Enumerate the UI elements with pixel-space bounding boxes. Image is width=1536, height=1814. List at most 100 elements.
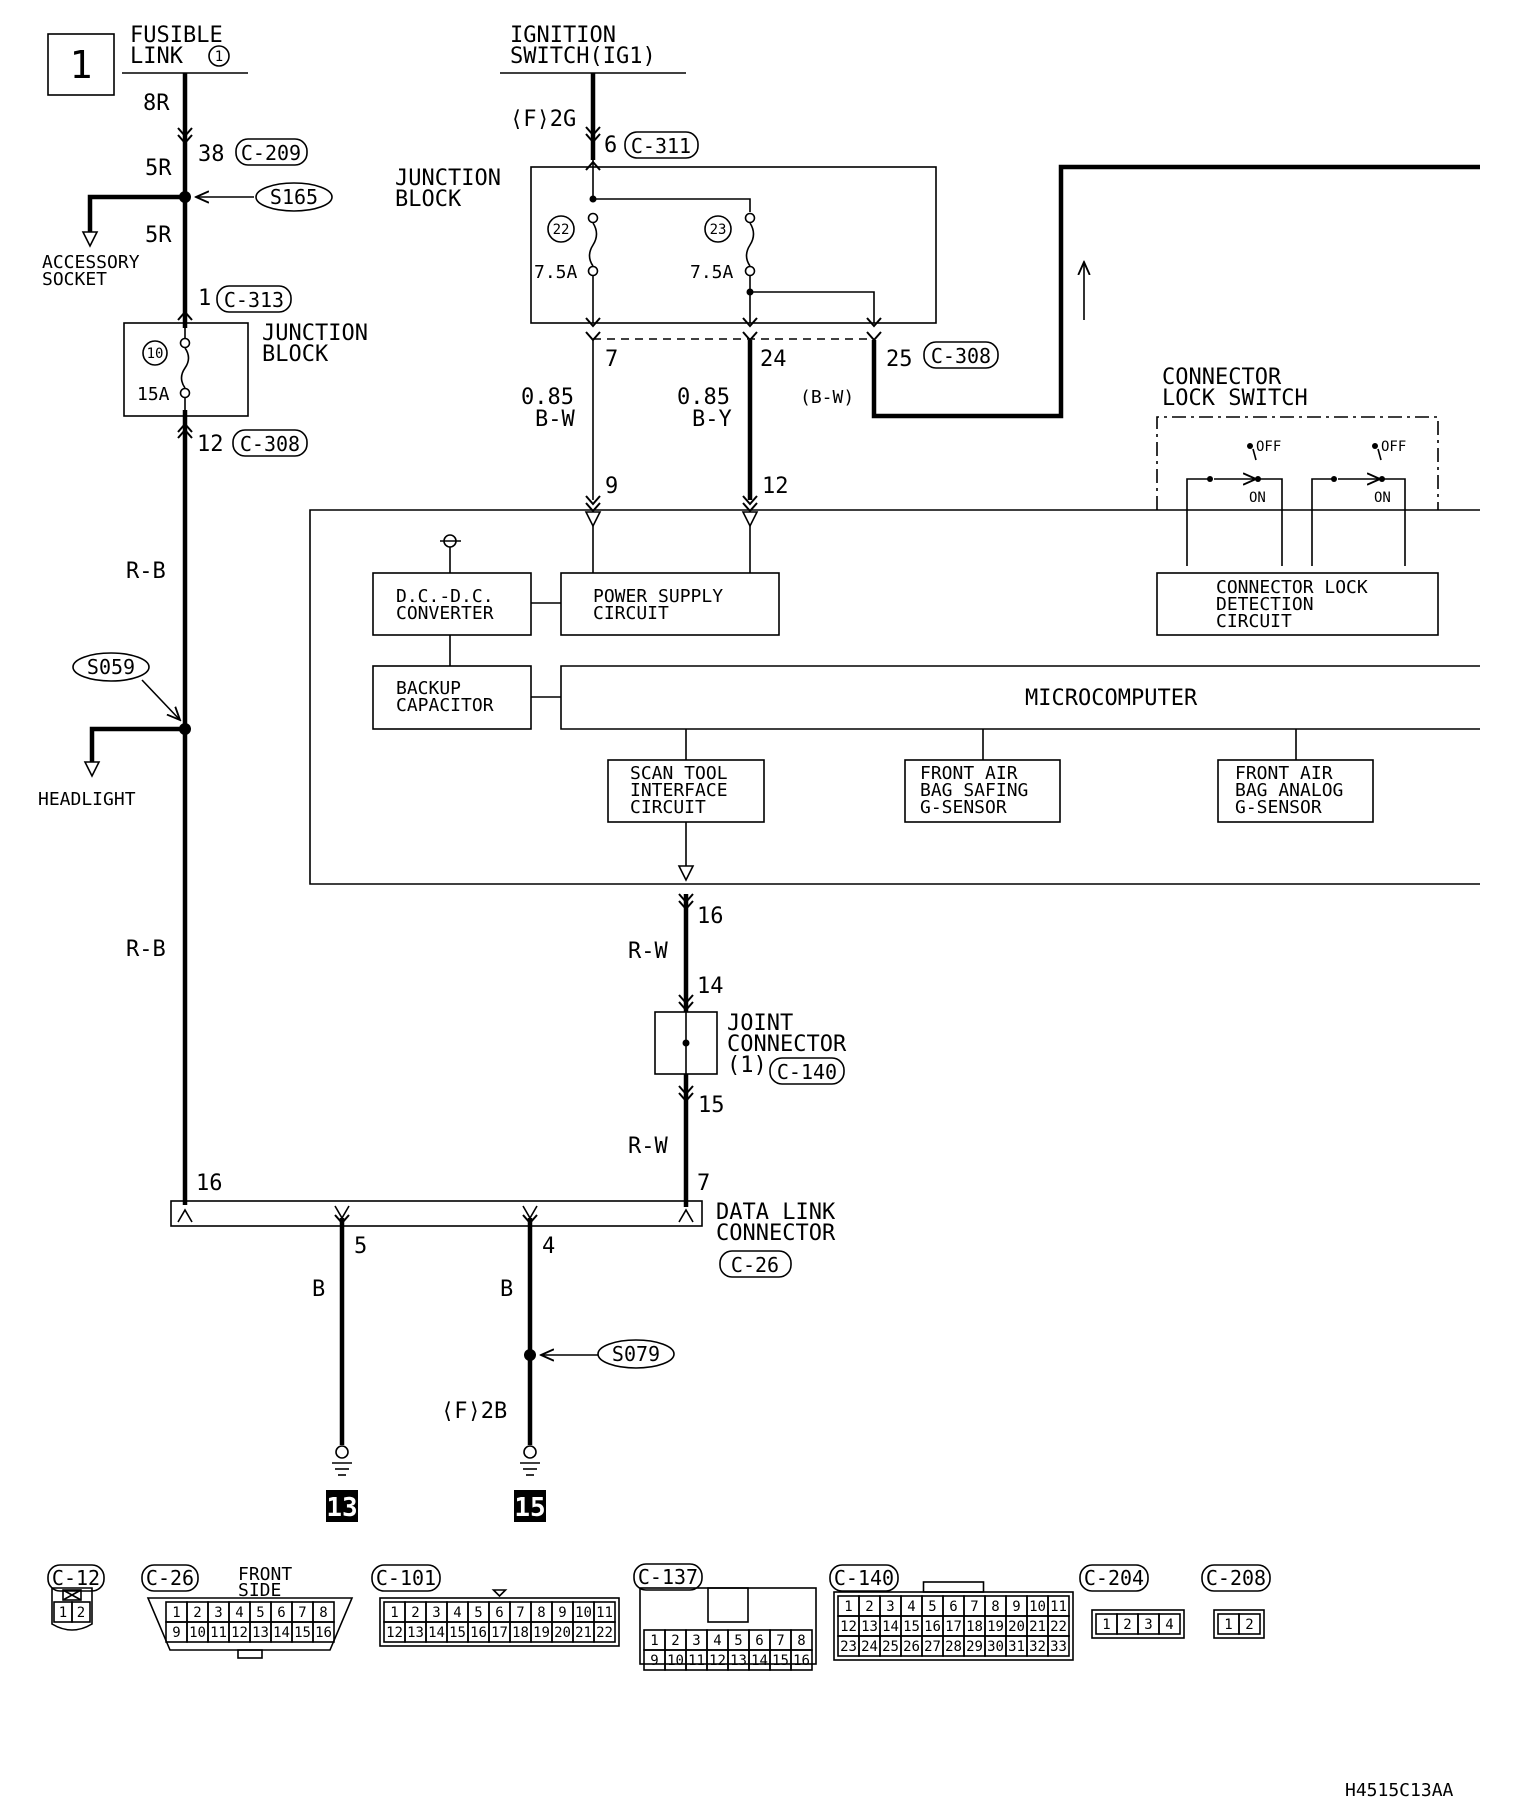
headlight-branch-wire <box>89 726 185 762</box>
connector-pin: 2 <box>1123 1617 1131 1633</box>
wire-rw-1: R-W <box>628 939 668 964</box>
connector-pin: 19 <box>987 1619 1004 1635</box>
splice-s079-node <box>524 1349 536 1361</box>
module-pin-9: 9 <box>605 474 618 499</box>
connector-view-id: C-208 <box>1206 1566 1266 1590</box>
wire-rw-2: R-W <box>628 1134 668 1159</box>
connector-pin: 10 <box>1029 1599 1046 1615</box>
connector-pin: 8 <box>991 1599 999 1615</box>
connector-pin: 14 <box>273 1625 290 1641</box>
joint-pin-14: 14 <box>697 974 724 999</box>
splice-tag-s079: S079 <box>597 1339 675 1369</box>
connector-view-id: C-26 <box>146 1566 194 1590</box>
connector-pin: 23 <box>840 1639 857 1655</box>
connector-pin: 13 <box>407 1625 424 1641</box>
connector-pin: 7 <box>970 1599 978 1615</box>
connector-tag-c140: C-140 <box>769 1057 845 1085</box>
jb-left-out-pin: 12 <box>197 432 224 457</box>
wire-bw-paren: (B-W) <box>800 387 854 408</box>
jb-top-fuse-a-rating: 7.5A <box>534 262 578 283</box>
connector-pin: 10 <box>667 1653 684 1669</box>
ig-wire-f2g: ⟨F⟩2G <box>510 107 576 132</box>
connector-pin: 12 <box>840 1619 857 1635</box>
connector-pin: 12 <box>386 1625 403 1641</box>
svg-text:S059: S059 <box>87 655 135 679</box>
connector-pin: 11 <box>596 1605 613 1621</box>
connector-pin: 16 <box>315 1625 332 1641</box>
wire-bw-pin25-out <box>871 164 1480 419</box>
wire-label-5r-b: 5R <box>145 223 172 248</box>
ground-15-number: 15 <box>514 1493 545 1523</box>
connector-pin: 18 <box>966 1619 983 1635</box>
connector-pin: 3 <box>886 1599 894 1615</box>
connector-pin: 8 <box>797 1633 805 1649</box>
wire-label-rb-2: R-B <box>126 937 166 962</box>
connector-pin: 1 <box>59 1605 67 1621</box>
connector-pin: 16 <box>470 1625 487 1641</box>
wire-label-5r-a: 5R <box>145 156 172 181</box>
connector-pin: 20 <box>1008 1619 1025 1635</box>
ground-13-number: 13 <box>326 1493 357 1523</box>
switch-2-on: ON <box>1374 490 1391 506</box>
ground-symbol-15: 15 <box>514 1445 546 1523</box>
connector-view-id: C-101 <box>376 1566 436 1590</box>
wire-f2b: ⟨F⟩2B <box>441 1399 507 1424</box>
connector-pin: 15 <box>294 1625 311 1641</box>
connector-pin: 11 <box>688 1653 705 1669</box>
connector-pin: 1 <box>844 1599 852 1615</box>
connector-pin: 21 <box>575 1625 592 1641</box>
connector-pin: 13 <box>730 1653 747 1669</box>
connector-pin: 17 <box>945 1619 962 1635</box>
connector-view-id: C-12 <box>52 1566 100 1590</box>
data-link-connector <box>170 1200 703 1227</box>
connector-pin: 5 <box>734 1633 742 1649</box>
page-number: 1 <box>70 43 93 87</box>
accessory-branch-wire <box>87 194 185 232</box>
connector-pin: 2 <box>865 1599 873 1615</box>
connector-pin: 1 <box>650 1633 658 1649</box>
connector-view-id: C-204 <box>1084 1566 1144 1590</box>
connector-pin: 22 <box>596 1625 613 1641</box>
connector-pin: 4 <box>453 1605 461 1621</box>
splice-tag-s059: S059 <box>72 652 150 682</box>
fusible-link-number: 1 <box>215 49 223 65</box>
connector-tag-c311: C-311 <box>624 131 699 159</box>
connector-pin: 11 <box>210 1625 227 1641</box>
connector-pin: 5 <box>928 1599 936 1615</box>
connector-pin: 8 <box>319 1605 327 1621</box>
connector-pin: 4 <box>235 1605 243 1621</box>
jb-top-pin-24: 24 <box>760 347 787 372</box>
connector-pin: 19 <box>533 1625 550 1641</box>
connector-pin: 33 <box>1050 1639 1067 1655</box>
svg-text:C-311: C-311 <box>631 134 691 158</box>
connector-pin: 28 <box>945 1639 962 1655</box>
jb-left-fuse-no: 10 <box>147 346 164 362</box>
module-pin-12: 12 <box>762 474 789 499</box>
connector-pin: 21 <box>1029 1619 1046 1635</box>
wire-by-color: B-Y <box>692 407 732 432</box>
connector-pin: 3 <box>214 1605 222 1621</box>
jb-top-pin-25: 25 <box>886 347 913 372</box>
svg-text:C-313: C-313 <box>224 288 284 312</box>
connector-pin: 14 <box>428 1625 445 1641</box>
wire-bw-size: 0.85 <box>521 385 574 410</box>
connector-pin: 4 <box>713 1633 721 1649</box>
svg-text:C-308: C-308 <box>240 432 300 456</box>
